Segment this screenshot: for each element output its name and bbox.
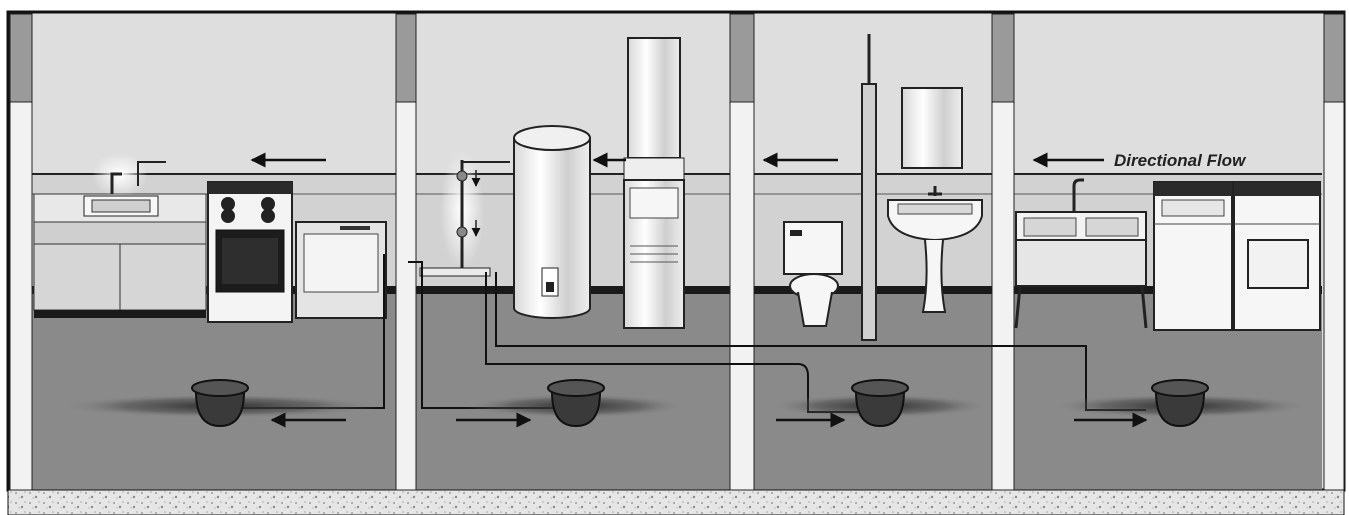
dryer-icon [1234,182,1320,330]
column-2 [730,14,754,490]
stove-icon [208,182,292,322]
gravel-base [8,490,1344,515]
column-3 [992,14,1014,490]
mirror-icon [902,88,962,168]
dishwasher-icon [296,222,386,318]
column-left-edge [10,14,32,490]
washer-icon [1154,182,1232,330]
column-1 [396,14,416,490]
column-right-edge [1324,14,1344,490]
directional-flow-label: Directional Flow [1114,151,1247,170]
furnace-icon [624,38,684,328]
water-heater-icon [514,126,590,318]
